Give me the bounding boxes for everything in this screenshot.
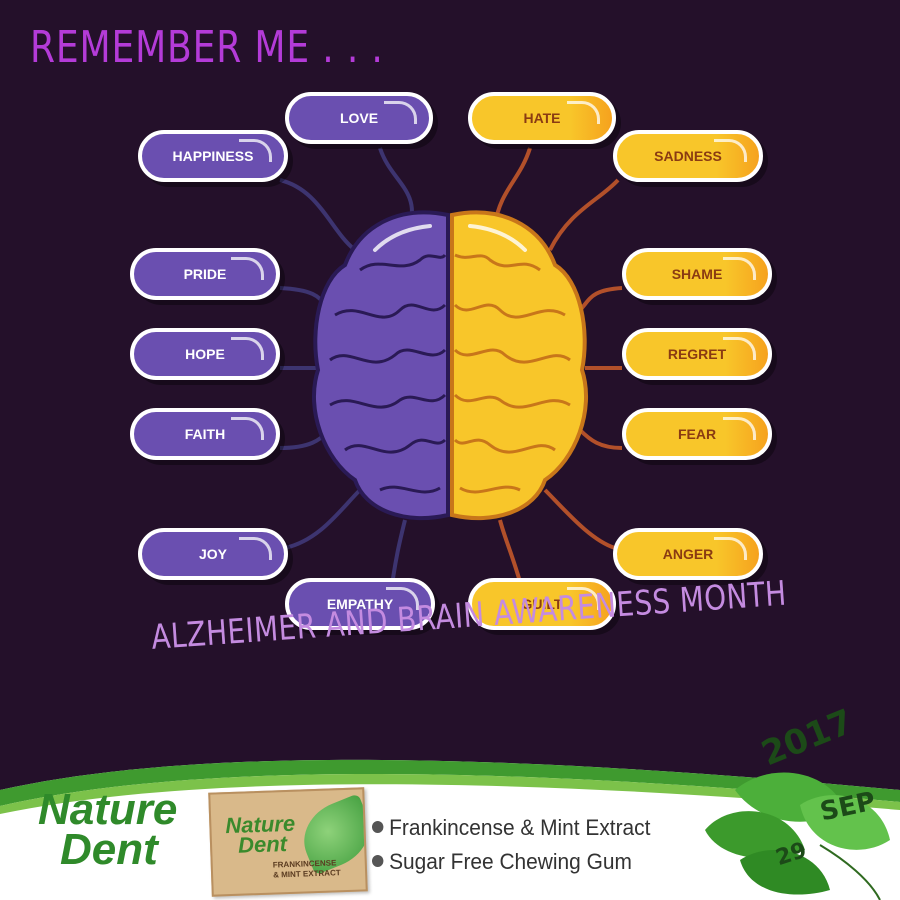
emotion-pill-hate: HATE	[468, 92, 616, 144]
emotion-pill-anger: ANGER	[613, 528, 763, 580]
emotion-pill-sadness: SADNESS	[613, 130, 763, 182]
feature-text: Frankincense & Mint Extract	[389, 815, 651, 840]
package-text-line2: & MINT EXTRACT	[272, 868, 341, 880]
page-title: REMEMBER ME . . .	[30, 22, 384, 73]
emotion-pill-regret: REGRET	[622, 328, 772, 380]
emotion-pill-pride: PRIDE	[130, 248, 280, 300]
right-hemisphere	[450, 210, 588, 521]
feature-item: Frankincense & Mint Extract	[372, 815, 650, 841]
bullet-icon	[372, 821, 384, 833]
brand-logo-line2: Dent	[60, 825, 158, 874]
feature-item: Sugar Free Chewing Gum	[372, 849, 632, 875]
gum-package: Nature Dent FRANKINCENSE & MINT EXTRACT	[208, 787, 368, 897]
emotion-pill-guilt: GUILT	[468, 578, 616, 630]
bullet-icon	[372, 855, 384, 867]
mint-leaves-decoration	[705, 772, 890, 900]
emotion-pill-fear: FEAR	[622, 408, 772, 460]
emotion-pill-faith: FAITH	[130, 408, 280, 460]
brain-illustration	[279, 147, 623, 601]
right-brain-folds	[453, 253, 571, 494]
emotion-pill-love: LOVE	[285, 92, 433, 144]
emotion-pill-joy: JOY	[138, 528, 288, 580]
emotion-pill-hope: HOPE	[130, 328, 280, 380]
package-brand: Nature Dent	[225, 811, 296, 858]
feature-text: Sugar Free Chewing Gum	[389, 849, 632, 874]
emotion-pill-happiness: HAPPINESS	[138, 130, 288, 182]
left-hemisphere	[312, 210, 450, 521]
brand-logo: Nature Dent	[38, 785, 208, 874]
left-brain-folds	[329, 253, 447, 494]
brand-logo-line1: Nature	[38, 785, 178, 834]
emotion-pill-empathy: EMPATHY	[285, 578, 435, 630]
emotion-pill-shame: SHAME	[622, 248, 772, 300]
